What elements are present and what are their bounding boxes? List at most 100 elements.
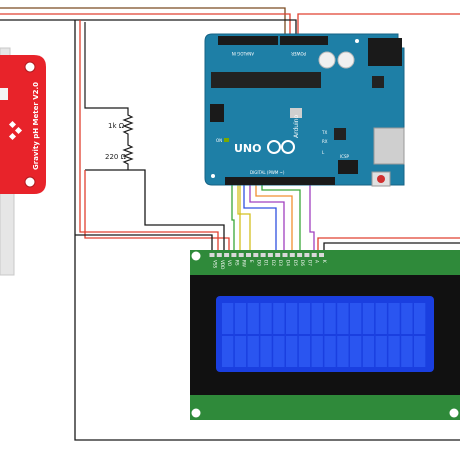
l-label: L <box>322 150 325 155</box>
wire-red-vertical <box>79 20 219 255</box>
icsp-header-2 <box>338 160 358 174</box>
lcd-character-cell <box>362 303 375 334</box>
lcd-pin-label: A <box>315 260 320 263</box>
on-label: ON <box>216 138 222 143</box>
lcd-pin-label: D4 <box>286 260 291 266</box>
lcd-character-cell <box>337 303 349 334</box>
uno-label: UNO <box>234 142 262 155</box>
capacitor <box>337 51 355 69</box>
lcd-character-cell <box>414 336 426 367</box>
wire-red-top <box>0 13 291 40</box>
lcd-pin <box>253 253 259 257</box>
power-jack <box>368 38 402 66</box>
lcd-character-cell <box>350 303 362 334</box>
icsp-header <box>210 104 224 122</box>
lcd-pin-label: D1 <box>264 260 269 266</box>
wire-orange-d6 <box>255 185 293 255</box>
lcd-pin <box>224 253 230 257</box>
lcd-pin-label: D7 <box>307 260 312 266</box>
lcd-character-cell <box>388 336 400 367</box>
lcd-pin <box>238 253 244 257</box>
resistors: 1k Ω 220 Ω <box>84 22 134 171</box>
arduino-uno: ANALOG IN POWER ICSP ON L TX RX UNO Ardu… <box>204 33 405 187</box>
wire-purple-d5 <box>249 185 285 255</box>
wire-black-ground <box>74 20 460 441</box>
lcd-character-cell <box>401 303 413 334</box>
header-analog-label: ANALOG IN <box>232 51 254 56</box>
lcd-pin <box>304 253 310 257</box>
lcd-pin-label: E <box>249 260 254 263</box>
lcd-pin-label: D3 <box>278 260 283 266</box>
wire-yellow-e <box>237 185 251 255</box>
lcd-character-cell <box>260 336 272 367</box>
lcd-pin <box>267 253 273 257</box>
on-led <box>224 138 229 142</box>
lcd-pin-label: RW <box>242 260 247 267</box>
lcd-pin <box>260 253 266 257</box>
lcd-character-cell <box>311 336 323 367</box>
mount-hole <box>211 174 215 178</box>
lcd-pin <box>311 253 317 257</box>
reset-button <box>377 175 385 183</box>
header-power <box>280 36 328 45</box>
lcd-character-cell <box>222 303 234 334</box>
lcd-character-cell <box>362 336 375 367</box>
lcd-pin <box>275 253 281 257</box>
wire-blue-d4 <box>243 185 277 255</box>
lcd-pin-label: VSS <box>213 260 218 269</box>
icsp-label: ICSP <box>340 154 350 159</box>
arduino-brand-label: Arduino <box>293 114 300 138</box>
mount-hole <box>24 61 36 73</box>
voltage-regulator <box>372 76 384 88</box>
lcd-character-cell <box>311 303 323 334</box>
wire-black-vo <box>128 169 225 255</box>
lcd-character-cell <box>324 303 336 334</box>
lcd-character-cell <box>247 303 259 334</box>
lcd-character-cell <box>298 303 311 334</box>
lcd-character-cell <box>286 303 298 334</box>
atmega-chip <box>211 72 321 88</box>
usb-chip <box>334 128 346 140</box>
lcd-pin <box>246 253 251 257</box>
capacitor <box>318 51 336 69</box>
lcd-pin-label: VDD <box>220 260 225 269</box>
lcd-character-cell <box>234 336 247 367</box>
header-power-label: POWER <box>291 51 306 56</box>
lcd-pin-label: K <box>322 260 327 263</box>
header-digital-top <box>218 36 278 45</box>
wire-black-top <box>0 19 297 40</box>
header-digital-bottom <box>225 177 335 185</box>
lcd-pin-label: D5 <box>293 260 298 266</box>
wire-red-right <box>297 13 460 40</box>
tx-label: TX <box>321 130 327 135</box>
lcd-pin <box>209 253 215 257</box>
wire-red-lcd-vdd <box>84 170 230 255</box>
lcd-character-cell <box>375 336 387 367</box>
lcd-pin <box>319 253 324 257</box>
rx-label: RX <box>322 139 328 144</box>
lcd-character-cell <box>388 303 400 334</box>
resistor-1k <box>122 112 134 140</box>
mount-hole <box>191 408 201 418</box>
digital-label: DIGITAL (PWM ~) <box>250 170 285 175</box>
lcd-pin-label: D6 <box>300 260 305 266</box>
lcd-character-cell <box>350 336 362 367</box>
lcd-pin-label: D0 <box>256 260 261 266</box>
crystal <box>290 108 302 118</box>
lcd-pin-label: D2 <box>271 260 276 266</box>
lcd-character-cell <box>324 336 336 367</box>
lcd-pin <box>231 253 237 257</box>
mount-hole <box>24 176 36 188</box>
mount-hole <box>191 251 201 261</box>
lcd-pin <box>282 253 288 257</box>
lcd-character-cell <box>401 336 413 367</box>
lcd-character-cell <box>273 336 285 367</box>
sensor-terminal <box>0 88 8 100</box>
wire-green-d7 <box>261 185 301 255</box>
lcd-pin <box>297 253 303 257</box>
lcd-pin-label: VO <box>227 260 232 267</box>
wire-brown <box>0 7 286 40</box>
